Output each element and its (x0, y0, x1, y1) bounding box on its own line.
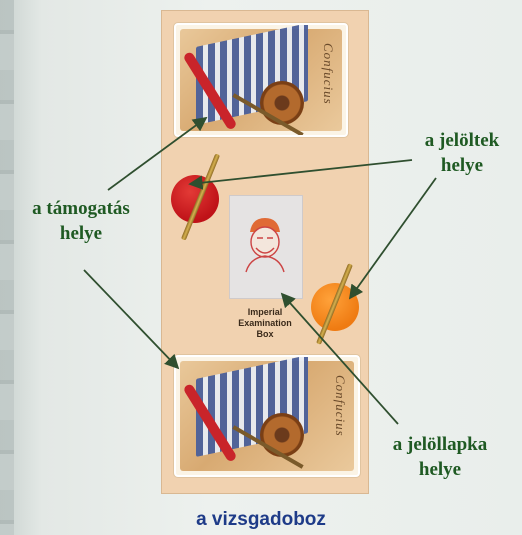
arrow-candidates-red (190, 160, 412, 184)
arrow-candidates-orange (350, 178, 436, 298)
arrow-candidate-tile (282, 294, 398, 424)
arrow-support-top (108, 118, 206, 190)
arrow-support-bottom (84, 270, 178, 368)
